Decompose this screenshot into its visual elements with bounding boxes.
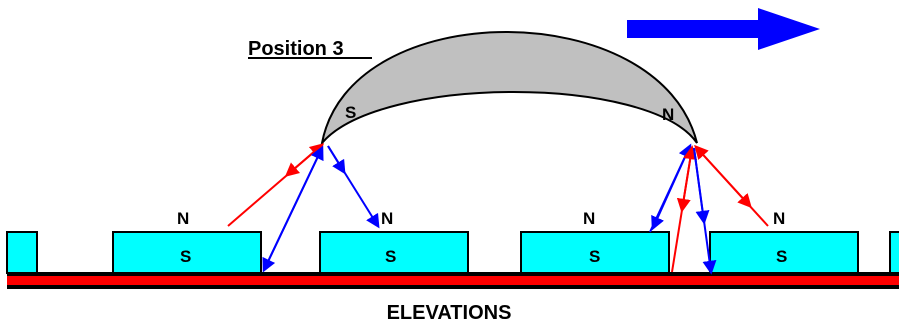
arc-left-pole-label: S [345,103,356,122]
attraction-arrow [693,147,710,225]
block-top-label: N [177,209,189,228]
force-arrows [227,143,769,275]
block-top-label: N [381,209,393,228]
arc-magnet [320,31,698,147]
arc-right-pole-label: N [662,105,674,124]
attraction-arrow [327,145,346,175]
repulsion-arrow [695,146,752,209]
attraction-arrow [262,147,323,273]
motion-direction-arrow [627,8,820,50]
repulsion-arrow [676,147,693,213]
position-label: Position 3 [248,38,344,60]
block-top-label: N [583,209,595,228]
block-top-label: N [773,209,785,228]
base-rail [7,272,899,289]
base-magnets [6,231,899,274]
block-face-label: S [385,247,396,266]
block-face-label: S [180,247,191,266]
block-face-label: S [776,247,787,266]
footer-label: ELEVATIONS [387,302,512,324]
base-magnet-block [6,231,38,274]
base-magnet-block [889,231,899,274]
base-magnet-block [319,231,469,274]
block-face-label: S [589,247,600,266]
attraction-arrow [651,145,691,231]
